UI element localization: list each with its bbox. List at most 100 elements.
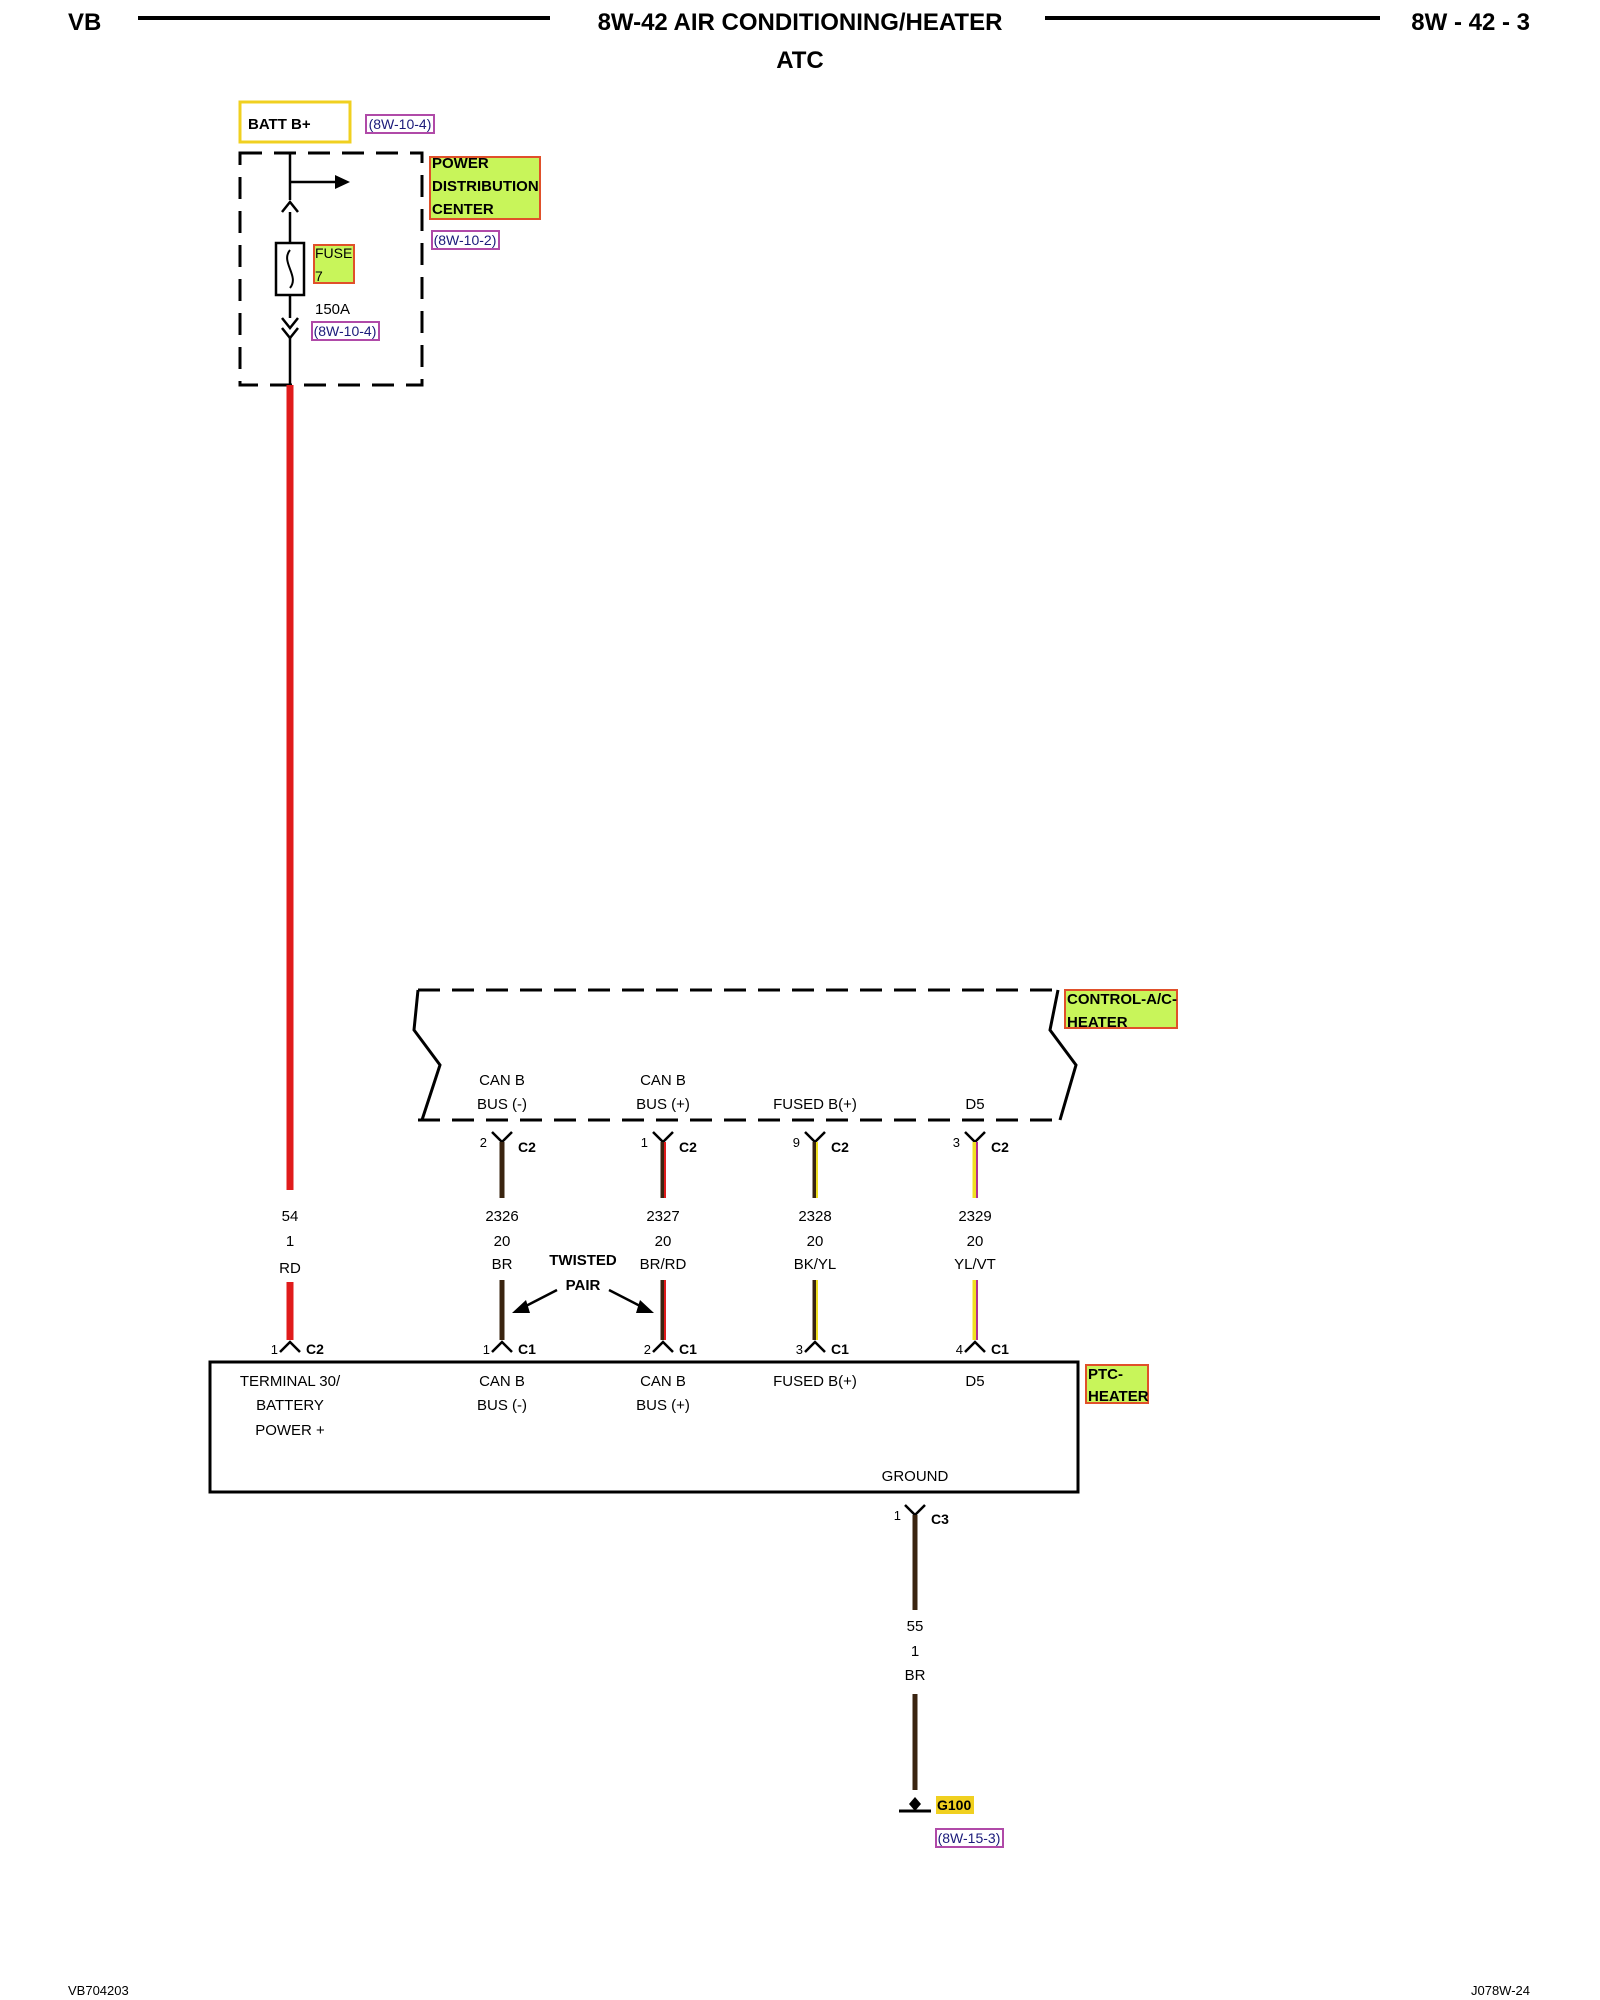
wire-3-circuit: 2327: [646, 1208, 679, 1225]
ground-label: G100: [937, 1797, 971, 1813]
fuse-highlight: [313, 244, 355, 284]
twisted-pair-label-1: TWISTED: [549, 1252, 617, 1269]
ptc-connector-4: C1: [831, 1341, 849, 1357]
pdc-feed-arrow: [335, 175, 350, 189]
ptc-label-1: PTC-: [1088, 1366, 1123, 1383]
pdc-ref-box: [431, 230, 500, 250]
control-connector-1: C2: [518, 1139, 536, 1155]
control-terminal-3: [804, 1131, 826, 1144]
control-label-1: CONTROL-A/C-: [1067, 991, 1177, 1008]
control-pin-1-line2: BUS (-): [477, 1096, 527, 1113]
control-pin-2-line1: CAN B: [640, 1072, 686, 1089]
ptc-pin-1-line3: POWER +: [255, 1422, 325, 1439]
ptc-terminal-1: [279, 1340, 301, 1353]
wire-1-color: RD: [279, 1260, 301, 1277]
twisted-pair-arrow-right: [608, 1288, 645, 1310]
ground-connector: C3: [931, 1511, 949, 1527]
wire-1-gauge: 1: [286, 1233, 294, 1250]
ptc-pin-5-line1: D5: [965, 1373, 984, 1390]
batt-box: [238, 100, 352, 144]
ground-pin-number: 1: [894, 1508, 901, 1523]
wire-5-circuit: 2329: [958, 1208, 991, 1225]
control-pin-2-line2: BUS (+): [636, 1096, 690, 1113]
twisted-pair-label-2: PAIR: [566, 1277, 601, 1294]
wire-5-gauge: 20: [967, 1233, 984, 1250]
ptc-pin-2-line2: BUS (-): [477, 1397, 527, 1414]
ptc-connector-1: C2: [306, 1341, 324, 1357]
ground-wire-gauge: 1: [911, 1643, 919, 1660]
twisted-pair-arrow-left: [521, 1288, 558, 1310]
ptc-heater-box: [208, 1360, 1080, 1494]
ptc-terminal-2: [491, 1340, 513, 1353]
header-subtitle: ATC: [776, 47, 824, 74]
ptc-pin-number-2: 1: [483, 1342, 490, 1357]
header-right: 8W - 42 - 3: [1411, 9, 1530, 36]
ptc-pin-number-5: 4: [956, 1342, 963, 1357]
control-pin-number-3: 9: [793, 1135, 800, 1150]
control-pin-number-4: 3: [953, 1135, 960, 1150]
control-boundary-right: [1048, 989, 1078, 1121]
wire-4-color: BK/YL: [794, 1256, 837, 1273]
ground-symbol-diamond: [909, 1797, 921, 1811]
ptc-terminal-4: [804, 1340, 826, 1353]
control-pin-1-line1: CAN B: [479, 1072, 525, 1089]
fuse-element: [286, 249, 294, 289]
ptc-pin-3-line1: CAN B: [640, 1373, 686, 1390]
ptc-label-2: HEATER: [1088, 1388, 1149, 1405]
wire-4-gauge: 20: [807, 1233, 824, 1250]
control-connector-3: C2: [831, 1139, 849, 1155]
wire-4-circuit: 2328: [798, 1208, 831, 1225]
fuse-label: FUSE: [315, 245, 352, 261]
wire-1-circuit: 54: [282, 1208, 299, 1225]
wire-2-circuit: 2326: [485, 1208, 518, 1225]
control-connector-4: C2: [991, 1139, 1009, 1155]
ground-ref[interactable]: (8W-15-3): [938, 1830, 1001, 1846]
ptc-ground-label: GROUND: [882, 1468, 949, 1485]
ptc-pin-number-3: 2: [644, 1342, 651, 1357]
ptc-connector-5: C1: [991, 1341, 1009, 1357]
ground-wire-color: BR: [905, 1667, 926, 1684]
control-boundary-left: [412, 989, 442, 1121]
control-terminal-4: [964, 1131, 986, 1144]
pdc-label-1: POWER: [432, 155, 489, 172]
control-terminal-2: [652, 1131, 674, 1144]
control-connector-2: C2: [679, 1139, 697, 1155]
ptc-pin-4-line1: FUSED B(+): [773, 1373, 857, 1390]
pdc-label-3: CENTER: [432, 201, 494, 218]
control-pin-number-2: 1: [641, 1135, 648, 1150]
footer-left: VB704203: [68, 1983, 129, 1998]
control-terminal-1: [491, 1131, 513, 1144]
fuse-ref-box: [311, 321, 380, 341]
ground-terminal: [904, 1504, 926, 1517]
twisted-pair-arrowhead-left: [512, 1300, 530, 1313]
fuse-bottom-terminal-1: [281, 317, 299, 331]
ptc-pin-3-line2: BUS (+): [636, 1397, 690, 1414]
ptc-connector-2: C1: [518, 1341, 536, 1357]
ptc-pin-1-line2: BATTERY: [256, 1397, 324, 1414]
batt-ref-box: [365, 114, 435, 134]
wire-3-color: BR/RD: [640, 1256, 687, 1273]
ptc-terminal-3: [652, 1340, 674, 1353]
control-pin-number-1: 2: [480, 1135, 487, 1150]
pdc-label-2: DISTRIBUTION: [432, 178, 539, 195]
twisted-pair-arrowhead-right: [636, 1300, 654, 1313]
wire-5-color: YL/VT: [954, 1256, 996, 1273]
wire-2-color: BR: [492, 1256, 513, 1273]
ptc-connector-3: C1: [679, 1341, 697, 1357]
batt-label: BATT B+: [248, 116, 311, 133]
control-label-2: HEATER: [1067, 1014, 1128, 1031]
ptc-pin-number-4: 3: [796, 1342, 803, 1357]
fuse-number: 7: [315, 268, 323, 284]
ptc-pin-2-line1: CAN B: [479, 1373, 525, 1390]
control-pin-4-line2: D5: [965, 1096, 984, 1113]
ptc-pin-number-1: 1: [271, 1342, 278, 1357]
pdc-ref[interactable]: (8W-10-2): [434, 232, 497, 248]
control-pin-3-line2: FUSED B(+): [773, 1096, 857, 1113]
wire-3-gauge: 20: [655, 1233, 672, 1250]
ground-ref-box: [935, 1828, 1004, 1848]
fuse-ref[interactable]: (8W-10-4): [314, 323, 377, 339]
header-left: VB: [68, 9, 101, 36]
batt-ref[interactable]: (8W-10-4): [369, 116, 432, 132]
ground-highlight: [936, 1796, 974, 1814]
